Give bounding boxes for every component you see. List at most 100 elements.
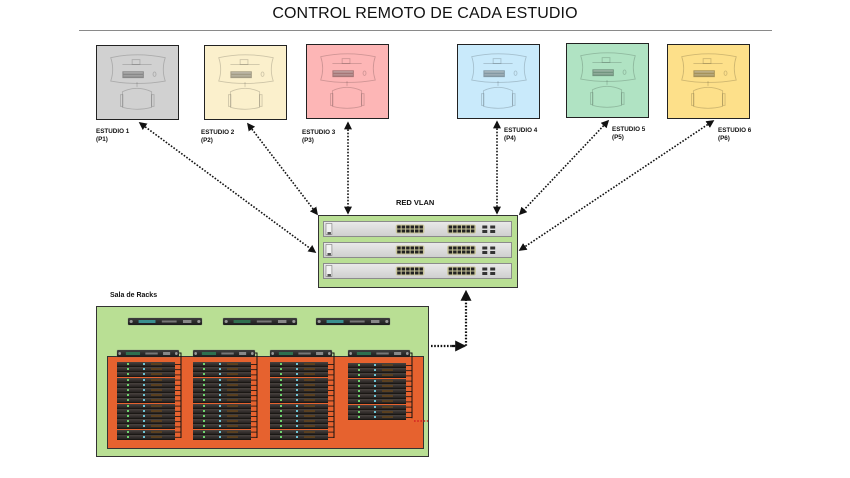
studio-6-name: ESTUDIO 6: [718, 127, 752, 134]
server-unit: [117, 424, 175, 430]
server-unit: [117, 388, 175, 393]
studio-4-name: ESTUDIO 4: [504, 127, 538, 134]
studio-6-label: ESTUDIO 6 (P6): [718, 127, 751, 142]
studio-desk-icon: [218, 54, 274, 110]
studio-2-label: ESTUDIO 2 (P2): [201, 129, 234, 144]
server-unit: [117, 403, 175, 409]
server-unit: [117, 382, 175, 388]
studio-desk-icon: [681, 53, 737, 109]
server-unit: [270, 429, 328, 435]
rack-device-3: [316, 318, 390, 325]
server-unit: [193, 424, 251, 430]
studio-3-code: (P3): [302, 136, 314, 144]
server-unit: [270, 382, 328, 388]
server-unit: [348, 389, 406, 394]
server-unit: [193, 398, 251, 404]
server-unit: [193, 362, 251, 367]
studio-4-label: ESTUDIO 4 (P4): [504, 127, 537, 142]
title-divider: [79, 30, 772, 31]
server-unit: [270, 367, 328, 373]
rack-cabling: [332, 352, 335, 438]
server-unit: [117, 408, 175, 414]
studio-4-code: (P4): [504, 134, 516, 142]
studio-2-box[interactable]: [204, 45, 287, 120]
rack-room-link: [431, 289, 472, 348]
server-unit: [270, 377, 328, 383]
server-rack-column[interactable]: [270, 362, 332, 440]
rack-switch-2: [193, 350, 255, 357]
studio-5-code: (P5): [612, 133, 624, 141]
server-rack-column[interactable]: [348, 363, 410, 420]
server-unit: [270, 419, 328, 425]
server-unit: [117, 372, 175, 378]
server-unit: [117, 398, 175, 404]
rack-switch-3: [270, 350, 332, 357]
server-unit: [270, 403, 328, 409]
server-unit: [348, 415, 406, 420]
server-unit: [117, 393, 175, 399]
server-unit: [348, 394, 406, 400]
rack-device-1: [128, 318, 202, 325]
studio-4-box[interactable]: [457, 44, 540, 119]
studio-2-code: (P2): [201, 136, 213, 144]
network-switch-icon: [323, 242, 512, 258]
studio-3-name: ESTUDIO 3: [302, 129, 336, 136]
server-unit: [193, 419, 251, 425]
server-unit: [270, 424, 328, 430]
studio-desk-icon: [110, 54, 166, 110]
server-unit: [270, 414, 328, 419]
server-unit: [270, 362, 328, 367]
studio-5-box[interactable]: [566, 43, 649, 118]
server-unit: [193, 388, 251, 393]
server-unit: [117, 377, 175, 383]
server-unit: [117, 414, 175, 419]
rack-switch-4: [348, 350, 410, 357]
server-unit: [348, 378, 406, 384]
server-unit: [270, 393, 328, 399]
studio-desk-icon: [471, 53, 527, 109]
rack-cabling: [179, 352, 182, 438]
server-unit: [270, 408, 328, 414]
studio-5-name: ESTUDIO 5: [612, 126, 646, 133]
rack-switch-1: [117, 350, 179, 357]
studio-6-code: (P6): [718, 134, 730, 142]
server-rack-column[interactable]: [193, 362, 255, 440]
server-unit: [348, 404, 406, 410]
studio-5-label: ESTUDIO 5 (P5): [612, 126, 645, 141]
server-unit: [193, 382, 251, 388]
server-unit: [270, 372, 328, 378]
server-unit: [348, 409, 406, 415]
server-unit: [270, 434, 328, 440]
server-unit: [348, 399, 406, 405]
network-switch-icon: [323, 263, 512, 279]
studio-2-name: ESTUDIO 2: [201, 129, 235, 136]
server-unit: [117, 419, 175, 425]
studio-1-code: (P1): [96, 135, 108, 143]
studio-1-box[interactable]: [96, 45, 179, 120]
network-switch-icon: [323, 221, 512, 237]
server-unit: [193, 403, 251, 409]
studio-3-box[interactable]: [306, 44, 389, 119]
server-rack-column[interactable]: [117, 362, 179, 440]
server-unit: [193, 367, 251, 373]
rack-cabling: [255, 352, 258, 438]
studio-1-name: ESTUDIO 1: [96, 128, 130, 135]
studio-6-link: [518, 120, 715, 251]
server-unit: [193, 372, 251, 378]
vlan-switch-stack[interactable]: [318, 215, 518, 288]
server-unit: [117, 367, 175, 373]
server-unit: [193, 429, 251, 435]
server-unit: [117, 434, 175, 440]
server-unit: [193, 414, 251, 419]
server-unit: [193, 408, 251, 414]
rack-device-2: [223, 318, 297, 325]
studio-1-label: ESTUDIO 1 (P1): [96, 128, 129, 143]
studio-6-box[interactable]: [667, 44, 750, 119]
server-unit: [348, 383, 406, 389]
server-unit: [270, 398, 328, 404]
server-unit: [193, 377, 251, 383]
server-unit: [193, 393, 251, 399]
studio-1-link: [138, 122, 317, 253]
server-unit: [348, 363, 406, 368]
